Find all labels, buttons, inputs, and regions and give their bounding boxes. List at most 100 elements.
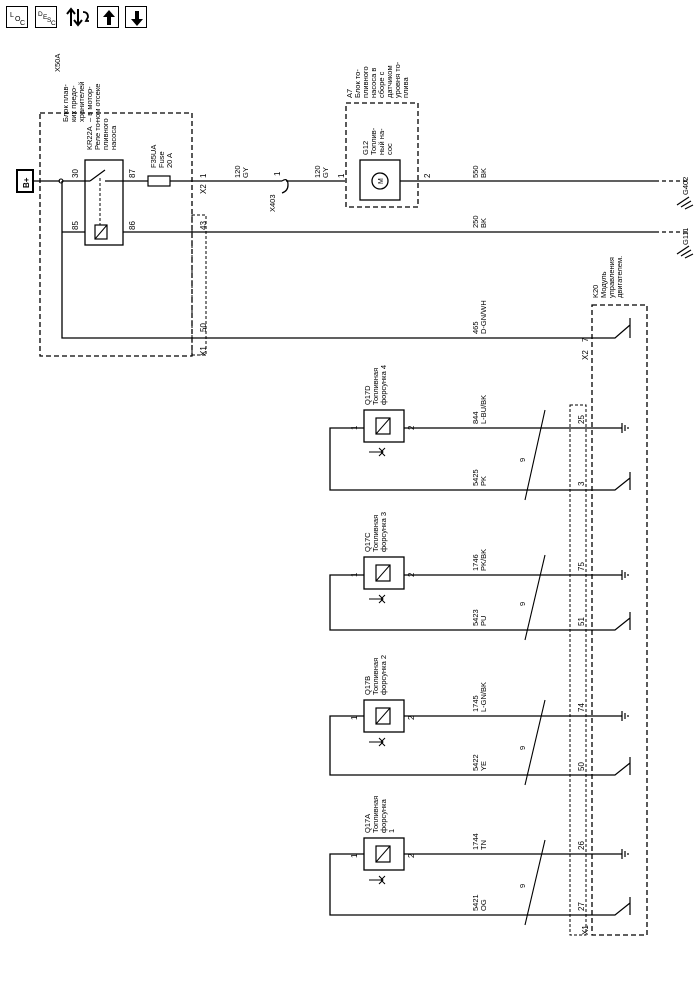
flow-icon bbox=[66, 7, 89, 27]
pump-module-outline bbox=[345, 102, 419, 208]
injector-q17d: Q17D Топливная форсунка 4 1 2 9 844 L-BU… bbox=[329, 365, 631, 501]
fuse-block-pin-1: 1 bbox=[199, 173, 208, 178]
wire-top-num: 844 bbox=[471, 411, 480, 424]
injector-coil-stroke bbox=[375, 707, 391, 725]
injector-wires bbox=[329, 574, 600, 631]
wire-bot-num: 5421 bbox=[471, 894, 480, 911]
injector-desc-1: форсунка bbox=[379, 798, 388, 833]
wire-bot-color: OG bbox=[479, 899, 488, 911]
injector-desc-0: Топливная bbox=[371, 515, 380, 552]
relay-pin-30: 30 bbox=[71, 169, 80, 178]
wire-top-color: TN bbox=[479, 840, 488, 850]
wire-120b-color: GY bbox=[321, 167, 330, 178]
location-icon: L O C bbox=[10, 12, 25, 27]
ecm-pin-7: 7 bbox=[581, 337, 590, 342]
pump-desc-2: насоса в bbox=[369, 68, 378, 98]
fuse-id: F35UA bbox=[149, 145, 158, 168]
flow-button[interactable] bbox=[64, 4, 92, 30]
pump-motor-desc-1: ный на- bbox=[377, 128, 386, 155]
twisted-pair-mark bbox=[524, 409, 546, 501]
arrow-up-icon bbox=[103, 10, 115, 25]
description-button[interactable]: D E S C bbox=[35, 6, 57, 28]
wire-top-num: 1744 bbox=[471, 833, 480, 850]
wire-top-num: 1746 bbox=[471, 554, 480, 571]
loc-letter-c: C bbox=[20, 20, 25, 27]
ecm-desc-1: управления bbox=[607, 257, 616, 298]
pump-desc-0: Блок то- bbox=[353, 69, 362, 98]
splice-pin: 1 bbox=[273, 171, 282, 176]
wire-top-num: 1745 bbox=[471, 695, 480, 712]
injector-pin-1: 1 bbox=[350, 715, 359, 720]
wire-120a-num: 120 bbox=[233, 165, 242, 178]
splice-id: X403 bbox=[268, 194, 277, 212]
fuse-block-label: X50A Блок плав- ких предо- хранителей – … bbox=[53, 54, 102, 122]
injector-desc-1: форсунка 4 bbox=[379, 365, 388, 405]
ground-g111-icon bbox=[676, 245, 694, 259]
twisted-pair-mark bbox=[524, 554, 546, 641]
ecm-pin-bot: 51 bbox=[577, 617, 586, 626]
injector-desc-0: Топливная bbox=[371, 658, 380, 695]
desc-letter-c: C bbox=[51, 20, 56, 27]
fuse-block-conn-x2: X2 bbox=[199, 184, 208, 194]
ecm-switch bbox=[600, 757, 631, 776]
injector-valve-icon bbox=[369, 447, 386, 457]
battery-label: B+ bbox=[22, 177, 31, 188]
arrow-down-button[interactable] bbox=[125, 6, 147, 28]
ecm-pin-top: 74 bbox=[577, 703, 586, 712]
twist-count: 9 bbox=[518, 458, 527, 462]
ecm-pin-bot: 27 bbox=[577, 902, 586, 911]
ecm-pin-top: 75 bbox=[577, 562, 586, 571]
fuse-type: Fuse bbox=[157, 151, 166, 168]
arrow-up-button[interactable] bbox=[97, 6, 119, 28]
ecm-switch bbox=[600, 897, 631, 916]
wire-550-color: BK bbox=[479, 168, 488, 178]
injector-wires bbox=[329, 715, 600, 776]
wire-bot-num: 5423 bbox=[471, 609, 480, 626]
injector-id: Q17A bbox=[363, 814, 372, 833]
injector-pin-2: 2 bbox=[407, 715, 416, 720]
wire-top-color: L-BU/BK bbox=[479, 395, 488, 424]
twist-count: 9 bbox=[518, 884, 527, 888]
pump-module-label: A7 Блок то- пливного насоса в сборе с да… bbox=[345, 61, 410, 98]
ecm-outline bbox=[591, 304, 648, 936]
pump-motor-id: G12 bbox=[361, 141, 370, 155]
injector-valve-icon bbox=[369, 875, 386, 885]
ecm-conn-x1: X1 bbox=[581, 925, 590, 935]
twisted-pair-mark bbox=[524, 839, 546, 926]
injector-coil-stroke bbox=[375, 564, 391, 582]
wire-465-num: 465 bbox=[471, 321, 480, 334]
ground-g111: G111 bbox=[681, 228, 690, 245]
injector-pin-1: 1 bbox=[350, 853, 359, 858]
motor-symbol: M bbox=[378, 178, 385, 184]
injector-label: Q17D Топливная форсунка 4 bbox=[363, 365, 388, 405]
pump-motor-label: G12 Топлив- ный на- сос bbox=[361, 127, 394, 155]
ecm-pin-bot: 50 bbox=[577, 762, 586, 771]
pump-pin-1: 1 bbox=[337, 173, 346, 178]
injector-desc-2: 1 bbox=[387, 829, 396, 833]
ecm-desc-2: двигателем. bbox=[615, 256, 624, 298]
twisted-pair-mark bbox=[524, 699, 546, 786]
wire-bot-color: PU bbox=[479, 616, 488, 626]
wire-bot-num: 5422 bbox=[471, 754, 480, 771]
ecm-pin-top: 25 bbox=[577, 415, 586, 424]
wire-465-color: D-GN/WH bbox=[479, 300, 488, 334]
ecm-pin-bot: 3 bbox=[577, 481, 586, 486]
location-button[interactable]: L O C bbox=[6, 6, 28, 28]
fuse-block-conn-x1: X1 bbox=[199, 346, 208, 356]
injector-desc-0: Топливная bbox=[371, 796, 380, 833]
loc-letter-l: L bbox=[10, 12, 14, 19]
wire-550-num: 550 bbox=[471, 165, 480, 178]
ecm-conn-x2: X2 bbox=[581, 350, 590, 360]
injector-id: Q17B bbox=[363, 676, 372, 695]
fuel-pump-motor-icon bbox=[371, 172, 389, 190]
wire-250-num: 250 bbox=[471, 215, 480, 228]
wire-250-color: BK bbox=[479, 218, 488, 228]
ecm-switch-7 bbox=[600, 318, 631, 339]
fuse-block-desc-3: – в мотор- bbox=[85, 86, 94, 122]
relay-id: KR22A bbox=[85, 126, 94, 150]
ecm-switch bbox=[600, 472, 631, 491]
pump-motor-desc-0: Топлив- bbox=[369, 127, 378, 155]
desc-letter-e: E bbox=[43, 14, 48, 21]
ecm-pin-top: 26 bbox=[577, 841, 586, 850]
